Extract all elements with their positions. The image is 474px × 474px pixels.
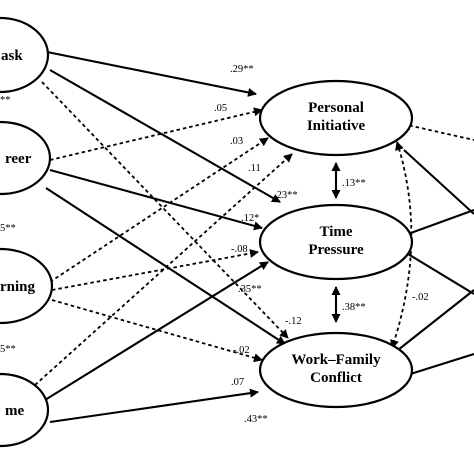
coef-label: .38** [342, 302, 366, 313]
edge-left4-conflict [49, 388, 259, 424]
coef-label-fragment: 5** [0, 223, 16, 234]
node-left1-label: ask [1, 48, 23, 64]
coef-label-fragment: ** [0, 95, 11, 106]
coef-label: .05 [214, 103, 227, 114]
corr-initiative-conflict [390, 141, 413, 349]
edge-left3-conflict [51, 299, 263, 363]
edge-left4-pressure [44, 261, 269, 401]
edge-left2-pressure [49, 168, 263, 231]
node-left3: rning [0, 247, 54, 325]
edge-left4-initiative [34, 153, 293, 386]
node-time-pressure: Time Pressure [258, 203, 414, 281]
node-personal-initiative: Personal Initiative [258, 79, 414, 157]
edge-left3-pressure [51, 249, 259, 291]
edge-left2-conflict [45, 187, 286, 345]
edge-left1-initiative [46, 50, 257, 97]
edge-left3-initiative [49, 137, 269, 283]
node-left1: ask [0, 16, 50, 94]
node-personal-initiative-line2: Initiative [307, 118, 366, 134]
coef-label: .13** [342, 178, 366, 189]
edge-conflict-outcome-1 [397, 289, 474, 351]
coef-label: .35** [238, 284, 262, 295]
edge-initiative-outcome-1 [402, 121, 474, 141]
coef-label: .23** [274, 190, 298, 201]
coef-label: -.02 [233, 345, 250, 356]
node-left2: reer [0, 120, 52, 196]
node-left3-label: rning [0, 279, 36, 295]
node-left2-label: reer [5, 151, 32, 167]
node-left4: me [0, 372, 50, 448]
edge-left1-pressure [49, 69, 281, 203]
edge-pressure-outcome-1 [407, 209, 474, 235]
node-work-family-conflict: Work–Family Conflict [258, 331, 414, 409]
coef-label: -.02 [412, 292, 429, 303]
coef-label: .11 [248, 163, 261, 174]
node-work-family-conflict-line1: Work–Family [291, 352, 381, 368]
coef-label: .12* [241, 213, 259, 224]
coef-label: .07 [231, 377, 244, 388]
node-time-pressure-line1: Time [319, 224, 352, 240]
edge-pressure-outcome-2 [407, 253, 474, 295]
coef-label: .43** [244, 414, 268, 425]
node-left4-label: me [5, 403, 24, 419]
edge-left1-conflict [41, 81, 289, 339]
edge-left2-initiative [49, 107, 263, 161]
edge-conflict-outcome-2 [403, 352, 474, 378]
node-time-pressure-line2: Pressure [308, 242, 364, 258]
edge-initiative-outcome-2 [403, 149, 474, 215]
coef-label: -.08 [231, 244, 248, 255]
coef-label: -.12 [285, 316, 302, 327]
coef-label-fragment: 5** [0, 344, 16, 355]
coef-label: .03 [230, 136, 243, 147]
node-work-family-conflict-line2: Conflict [310, 370, 362, 386]
coef-label: .29** [230, 64, 254, 75]
node-personal-initiative-line1: Personal [308, 100, 364, 116]
